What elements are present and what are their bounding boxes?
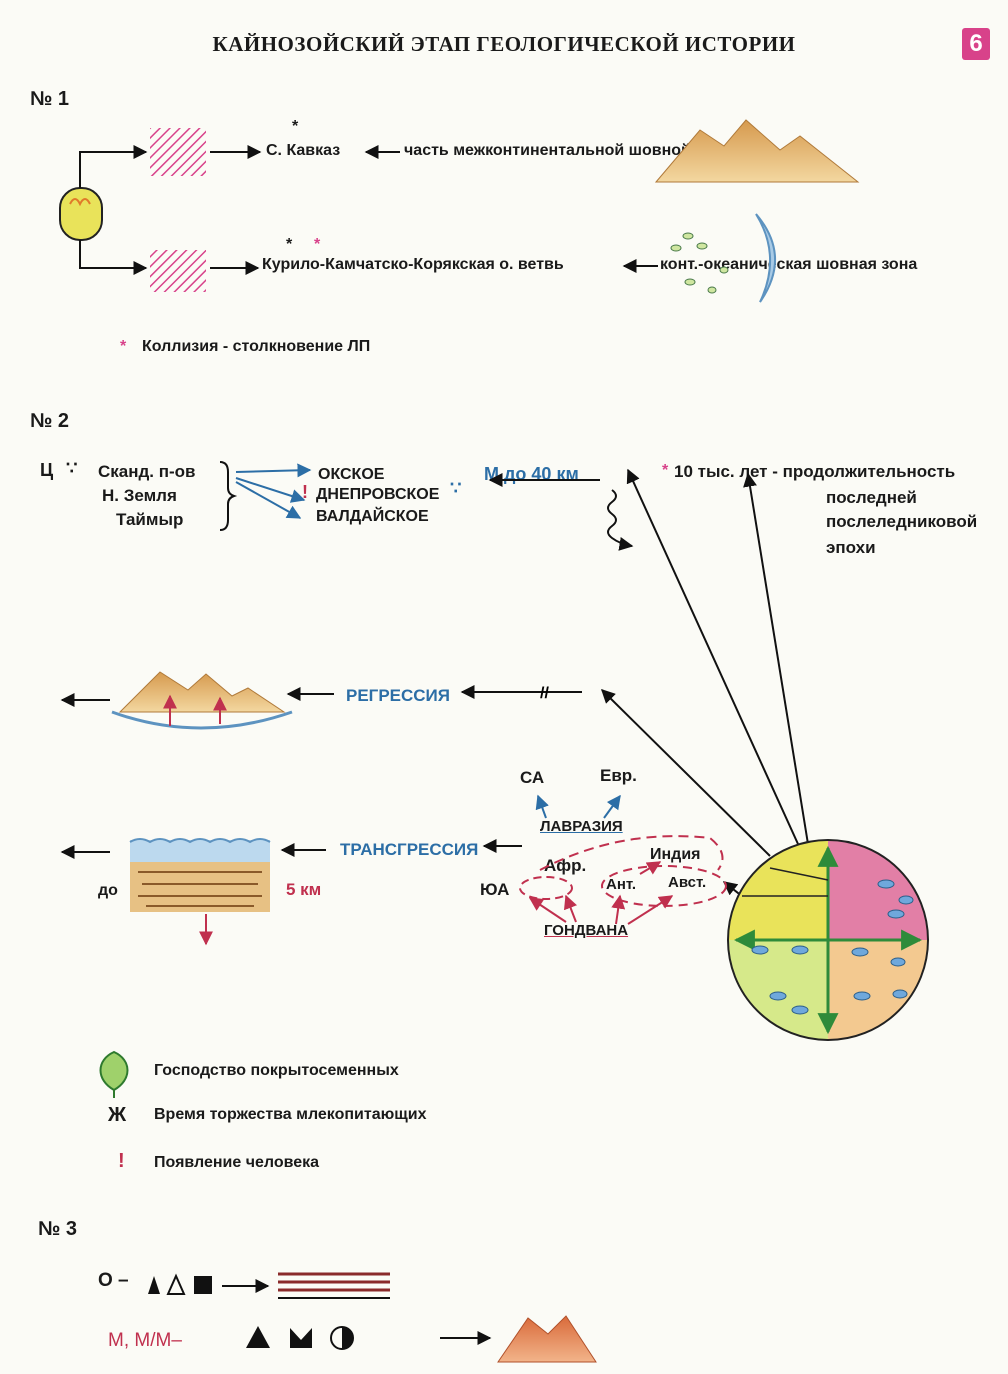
page-number-badge: 6 bbox=[962, 28, 990, 60]
duration-line: послеледниковой bbox=[826, 512, 977, 532]
glacier-dots-icon: ∵ bbox=[66, 458, 77, 479]
glaciation-item: ДНЕПРОВСКОЕ bbox=[316, 486, 439, 504]
continent-aus: Авст. bbox=[668, 874, 706, 891]
glaciation-item: ВАЛДАЙСКОЕ bbox=[316, 508, 429, 526]
transgression-label: ТРАНСГРЕССИЯ bbox=[340, 840, 478, 860]
kuril-star-black: * bbox=[286, 236, 292, 254]
arrow-oka bbox=[236, 470, 310, 472]
sa-afr-loop bbox=[520, 877, 572, 899]
continent-india: Индия bbox=[650, 846, 701, 864]
section3-graphics bbox=[148, 1274, 596, 1362]
caucasus-star: * bbox=[292, 118, 298, 136]
kuril-note: конт.-океаническая шовная зона bbox=[660, 256, 917, 274]
caucasus-note: часть межконтинентальной шовной зоны bbox=[404, 142, 736, 160]
era-ar: Ar bbox=[848, 866, 867, 888]
leaf-icon bbox=[101, 1052, 128, 1090]
regions-brace bbox=[220, 462, 234, 530]
region-item: Сканд. п-ов bbox=[98, 462, 196, 482]
triangle-filled-icon bbox=[246, 1326, 270, 1348]
period-q: Q bbox=[796, 858, 810, 879]
triangle-half-icon bbox=[148, 1276, 160, 1294]
page-title: КАЙНОЗОЙСКИЙ ЭТАП ГЕОЛОГИЧЕСКОЙ ИСТОРИИ bbox=[0, 32, 1008, 57]
clock-quadrant-archean bbox=[828, 840, 928, 940]
sea-layer bbox=[130, 840, 270, 862]
kuril-star-pink: * bbox=[314, 236, 320, 254]
sediment-layers bbox=[130, 862, 270, 912]
glacier-dots-icon: ∵ bbox=[450, 478, 461, 499]
mountains-orogeny bbox=[498, 1316, 596, 1362]
collision-legend: Коллизия - столкновение ЛП bbox=[142, 338, 370, 356]
geologic-clock bbox=[728, 840, 928, 1040]
section-3-label: № 3 bbox=[38, 1218, 77, 1241]
continent-sa: ЮА bbox=[480, 880, 509, 900]
arrow-valdai bbox=[236, 482, 300, 518]
era-badge-label: Kz bbox=[68, 209, 86, 226]
continent-ant: Ант. bbox=[606, 876, 636, 893]
connector-upper bbox=[80, 152, 146, 188]
angiosperm-marks bbox=[752, 880, 913, 1014]
continent-na: СА bbox=[520, 768, 544, 788]
duration-line: эпохи bbox=[826, 538, 876, 558]
arrow-clock-to-duration bbox=[748, 474, 808, 844]
human-exclaim-icon: ! bbox=[302, 482, 308, 503]
human-icon: ! bbox=[118, 1150, 125, 1173]
regression-water bbox=[112, 712, 292, 728]
connector-lower bbox=[80, 240, 146, 268]
triangle-outline-icon bbox=[168, 1276, 184, 1294]
section2-graphics: // bbox=[62, 462, 928, 1040]
center-letter: Ц bbox=[40, 460, 53, 481]
arrow-clock-to-glaciation bbox=[628, 470, 798, 844]
legend-human: Появление человека bbox=[154, 1154, 319, 1172]
m-shape-icon bbox=[290, 1328, 312, 1348]
era-pz: Pz bbox=[848, 960, 870, 982]
legend-star-icon: * bbox=[120, 338, 126, 356]
square-icon bbox=[194, 1276, 212, 1294]
legend-mammals: Время торжества млекопитающих bbox=[154, 1106, 427, 1124]
row1-prefix: О – bbox=[98, 1270, 129, 1292]
era-mz: Mz bbox=[774, 962, 799, 984]
section-1-label: № 1 bbox=[30, 88, 69, 111]
gondwana-label: ГОНДВАНА bbox=[544, 922, 628, 939]
depth-value: 5 км bbox=[286, 880, 321, 900]
period-n: N bbox=[772, 878, 785, 899]
arrow-to-eur bbox=[604, 796, 620, 818]
regression-label: РЕГРЕССИЯ bbox=[346, 686, 450, 706]
region-item: Таймыр bbox=[116, 510, 183, 530]
break-mark: // bbox=[540, 685, 549, 702]
glaciation-item: ОКСКОЕ bbox=[318, 466, 384, 484]
region-item: Н. Земля bbox=[102, 486, 177, 506]
ice-thickness: М до 40 км bbox=[484, 464, 579, 485]
sediment-lines bbox=[138, 872, 262, 906]
continent-afr: Афр. bbox=[544, 856, 586, 876]
stratified-layers-icon bbox=[278, 1274, 390, 1290]
clock-quadrant-paleozoic bbox=[828, 940, 928, 1040]
era-badge-glyph bbox=[70, 199, 90, 204]
duration-line: последней bbox=[826, 488, 917, 508]
clock-quadrant-mesozoic bbox=[728, 940, 828, 1040]
kuril-label: Курило-Камчатско-Корякская о. ветвь bbox=[262, 256, 564, 274]
duration-star: * bbox=[662, 462, 668, 480]
era-pr: Pr bbox=[846, 902, 865, 924]
section-2-label: № 2 bbox=[30, 410, 69, 433]
continent-eur: Евр. bbox=[600, 766, 637, 786]
caucasus-label: С. Кавказ bbox=[266, 142, 340, 160]
wavy-arrow bbox=[608, 490, 632, 546]
depth-prefix: до bbox=[98, 882, 118, 900]
half-circle-icon bbox=[331, 1327, 353, 1349]
laurasia-label: ЛАВРАЗИЯ bbox=[540, 818, 623, 835]
row2-prefix: М, М/М– bbox=[108, 1330, 182, 1352]
sea-waves bbox=[130, 839, 270, 842]
mammals-icon: Ж bbox=[108, 1104, 126, 1127]
arrow-clock-to-continents bbox=[724, 882, 752, 904]
duration-line: 10 тыс. лет - продолжительность bbox=[674, 462, 955, 482]
period-p: P bbox=[764, 904, 776, 925]
arrow-dnepr bbox=[236, 478, 304, 500]
regression-mountains bbox=[120, 672, 284, 712]
arrow-to-na bbox=[538, 796, 546, 818]
legend-angiosperms: Господство покрытосеменных bbox=[154, 1062, 399, 1080]
